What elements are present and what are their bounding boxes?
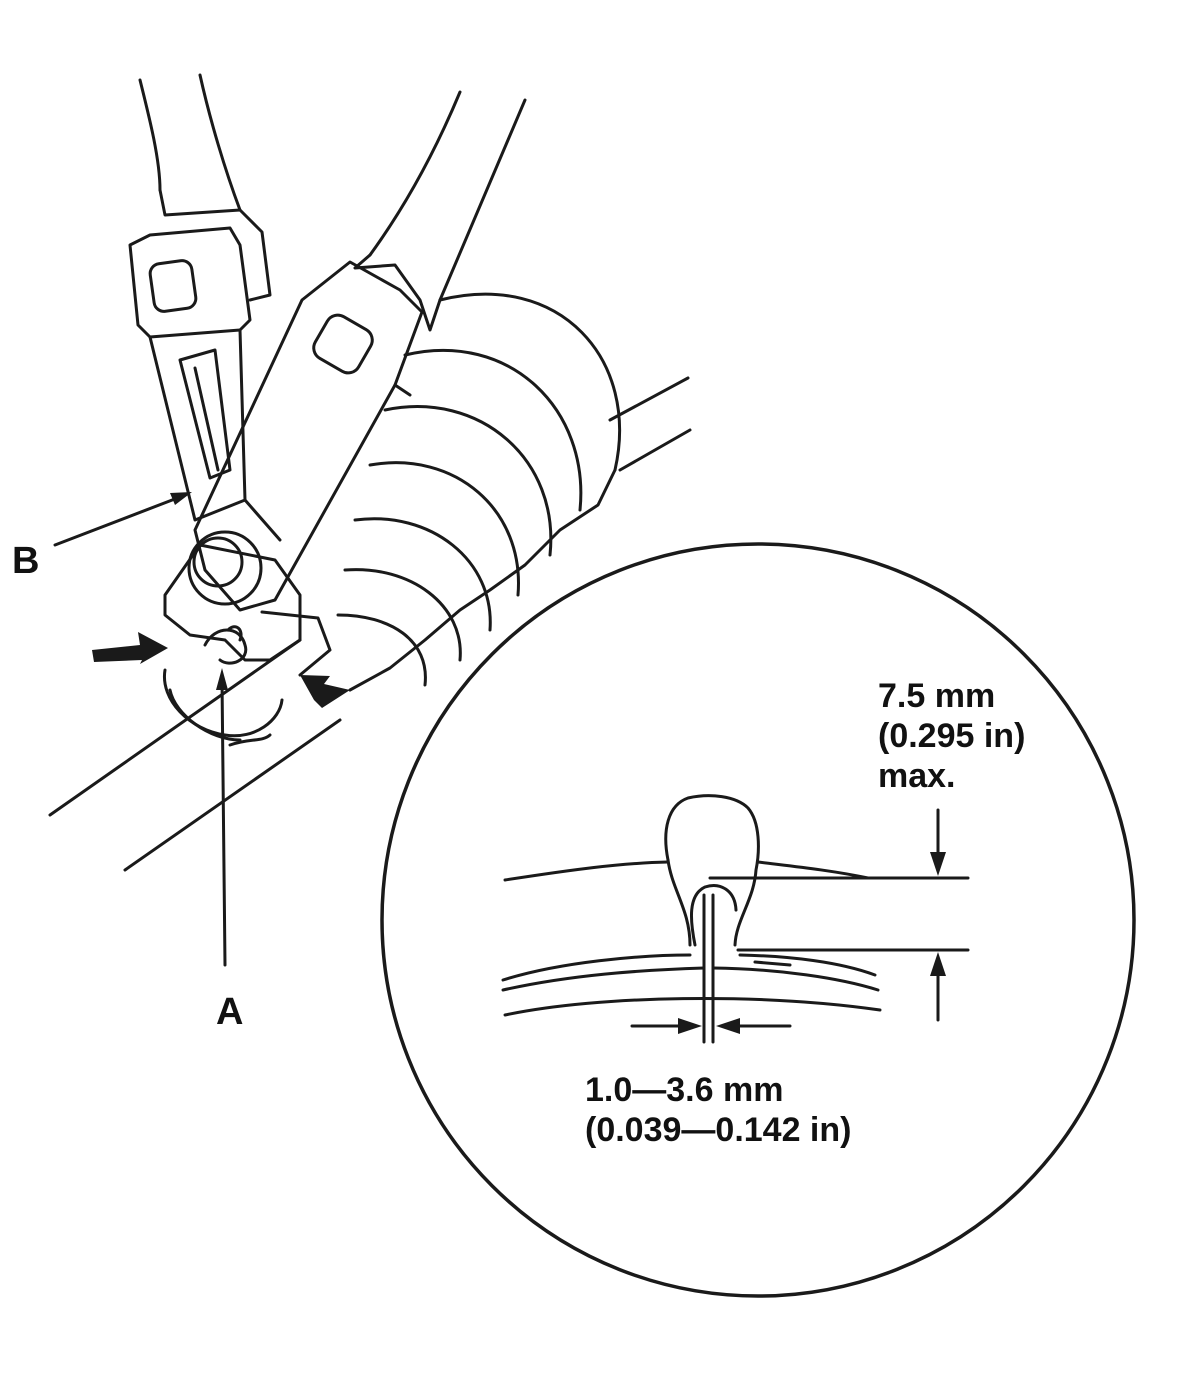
crimp-tool-handle-rear bbox=[128, 73, 282, 542]
height-spec-value: 7.5 mm bbox=[878, 677, 996, 715]
gap-dimension-arrows bbox=[630, 1018, 792, 1034]
gap-spec-imperial: (0.039—0.142 in) bbox=[585, 1111, 852, 1149]
squeeze-arrows bbox=[92, 632, 350, 708]
arrow-right-icon bbox=[678, 1018, 702, 1034]
detail-view-circle bbox=[380, 542, 1136, 1298]
gap-spec-value: 1.0—3.6 mm bbox=[585, 1071, 784, 1109]
cv-boot bbox=[336, 292, 621, 692]
height-spec: 7.5 mm (0.295 in) max. bbox=[878, 676, 1025, 796]
boot-band bbox=[162, 668, 284, 747]
arrow-up-icon bbox=[930, 952, 946, 976]
arrow-down-icon bbox=[930, 852, 946, 876]
callout-label-b: B bbox=[12, 540, 40, 582]
height-spec-qualifier: max. bbox=[878, 757, 956, 795]
squeeze-arrow-right-icon bbox=[300, 675, 350, 708]
callout-label-a: A bbox=[216, 991, 244, 1033]
detail-crimp-profile bbox=[501, 794, 970, 1044]
squeeze-arrow-left-icon bbox=[92, 632, 168, 664]
leader-line-b bbox=[53, 492, 192, 547]
height-dimension-arrows bbox=[930, 808, 946, 1022]
height-spec-imperial: (0.295 in) bbox=[878, 717, 1026, 755]
crimp-tool-jaws bbox=[163, 530, 332, 677]
arrow-left-icon bbox=[716, 1018, 740, 1034]
leader-line-a bbox=[216, 668, 228, 967]
crimp-tool-handle-front bbox=[193, 90, 527, 612]
axle-shaft bbox=[48, 376, 692, 872]
gap-spec: 1.0—3.6 mm (0.039—0.142 in) bbox=[585, 1070, 851, 1150]
